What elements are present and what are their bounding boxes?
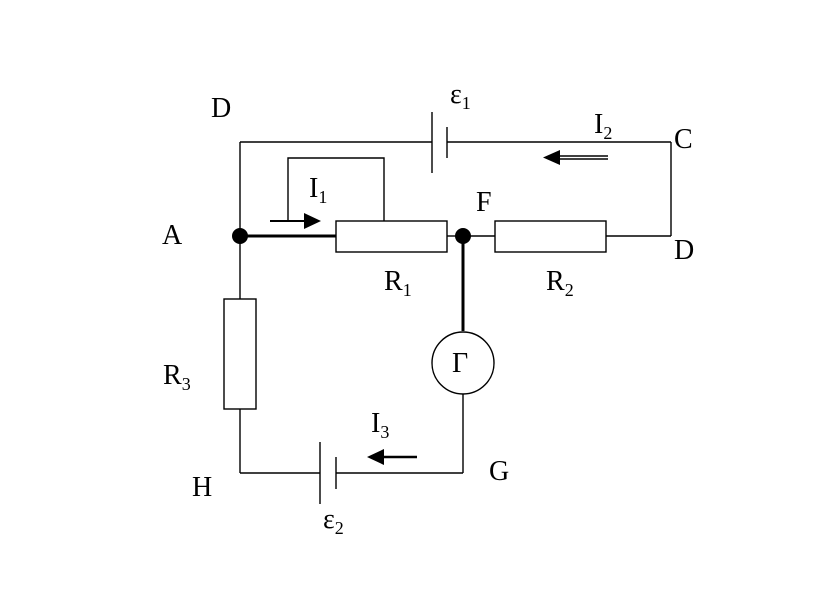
node-label-f: F bbox=[476, 187, 492, 218]
current-i2-arrow-head bbox=[543, 150, 560, 165]
label-i1-subscript: 1 bbox=[318, 187, 328, 207]
label-emf2: ε2 bbox=[323, 504, 344, 538]
label-r2-subscript: 2 bbox=[564, 280, 574, 300]
current-i1-arrow-head bbox=[304, 213, 321, 229]
node-label-d-right: D bbox=[674, 235, 695, 266]
resistor-r1 bbox=[335, 220, 448, 253]
label-r3-subscript: 3 bbox=[181, 374, 191, 394]
node-label-a: A bbox=[162, 220, 183, 251]
label-emf1: ε1 bbox=[450, 79, 471, 113]
label-i2-symbol: I bbox=[594, 109, 604, 140]
label-i3-symbol: I bbox=[371, 408, 381, 439]
resistor-r2 bbox=[494, 220, 607, 253]
label-emf1-symbol: ε bbox=[450, 79, 462, 110]
node-label-c: C bbox=[674, 124, 693, 155]
label-i1-symbol: I bbox=[309, 173, 319, 204]
label-emf2-symbol: ε bbox=[323, 504, 335, 535]
label-i2: I2 bbox=[594, 109, 612, 143]
label-r2-symbol: R bbox=[546, 266, 565, 297]
node-label-d-top: D bbox=[211, 93, 232, 124]
label-i1: I1 bbox=[309, 173, 327, 207]
label-r1-symbol: R bbox=[384, 266, 403, 297]
label-emf1-subscript: 1 bbox=[461, 93, 471, 113]
label-r3: R3 bbox=[163, 360, 191, 394]
galvanometer-symbol: Г bbox=[452, 348, 469, 379]
resistor-r3 bbox=[223, 298, 257, 410]
label-r1: R1 bbox=[384, 266, 412, 300]
node-label-h: H bbox=[192, 472, 213, 503]
label-i3: I3 bbox=[371, 408, 389, 442]
current-i3-arrow-head bbox=[367, 449, 384, 465]
label-r2: R2 bbox=[546, 266, 574, 300]
label-i2-subscript: 2 bbox=[603, 123, 613, 143]
label-r3-symbol: R bbox=[163, 360, 182, 391]
label-r1-subscript: 1 bbox=[402, 280, 412, 300]
node-label-g: G bbox=[489, 456, 510, 487]
label-emf2-subscript: 2 bbox=[334, 518, 344, 538]
label-i3-subscript: 3 bbox=[380, 422, 390, 442]
wire-loop-over-r1 bbox=[287, 157, 385, 221]
